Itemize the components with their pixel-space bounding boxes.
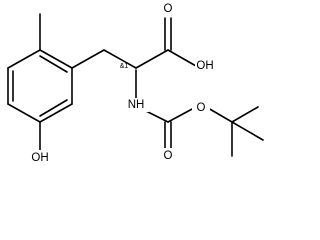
acid-oh-bond [167, 49, 197, 67]
ring-bond-4-double [39, 99, 68, 117]
alpha-to-carboxyl-bond [135, 49, 169, 69]
acid-hydroxyl-label: OH [196, 60, 213, 72]
tbu-methyl-top [231, 106, 259, 123]
ring-bond-4 [39, 103, 73, 123]
ring-bond-6-double [39, 55, 68, 73]
tbu-methyl-right [231, 121, 264, 141]
stereo-descriptor-label: &1 [120, 63, 129, 70]
benzene-ring [7, 49, 73, 123]
phenol-hydroxyl-label: OH [31, 152, 48, 164]
amine-nh-label: NH [128, 99, 145, 111]
carbamate-to-o-bond [167, 107, 195, 123]
ch2-to-alpha-bond [103, 49, 137, 69]
acid-carbonyl-oxygen-label: O [164, 3, 173, 15]
molecule-canvas: O OH &1 NH O O OH [7, 1, 264, 165]
ring-bond-6 [39, 49, 73, 69]
ester-oxygen-label: O [197, 102, 206, 114]
ring-bond-1 [7, 49, 41, 69]
ring-to-ch2-bond [71, 49, 105, 69]
carbamate-carbonyl-oxygen-label: O [164, 150, 173, 162]
o-to-tbu-bond [207, 107, 233, 123]
ring-bond-3 [7, 103, 41, 123]
structure-diagram: O OH &1 NH O O OH [7, 1, 264, 165]
atom-labels: O OH &1 NH O O OH [28, 1, 217, 164]
